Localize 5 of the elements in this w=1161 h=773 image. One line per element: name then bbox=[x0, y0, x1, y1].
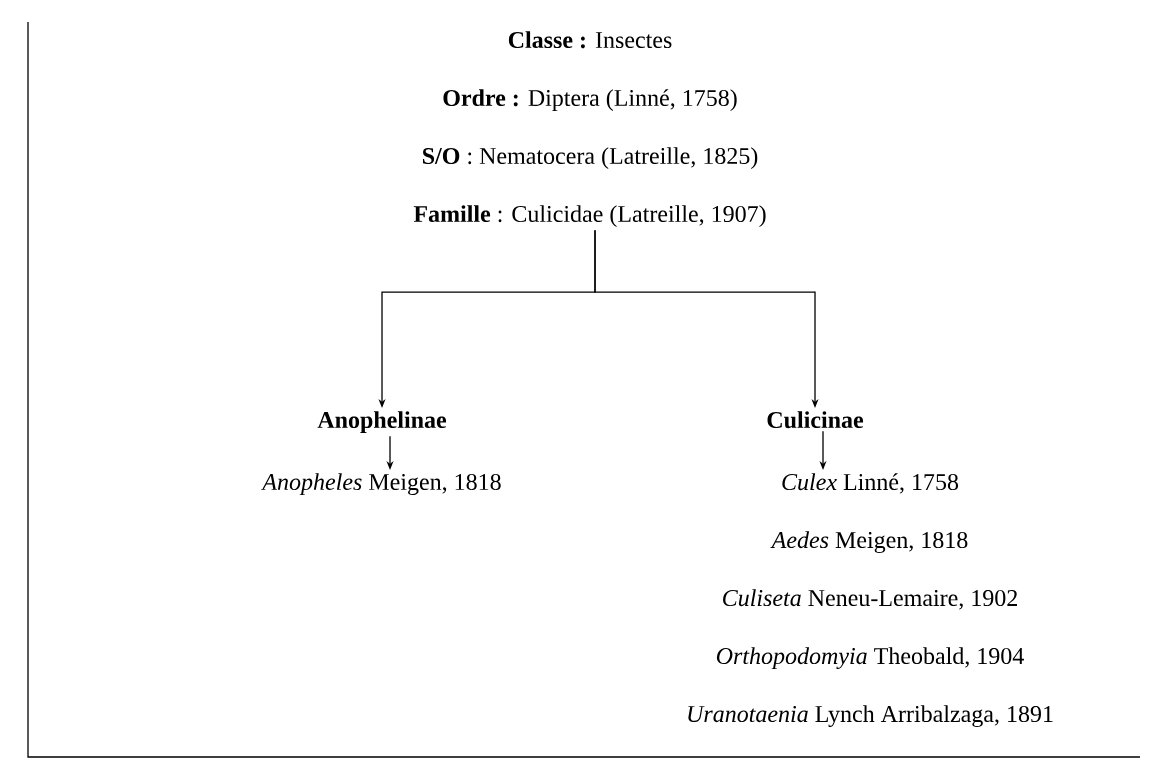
taxon-heading: Culicinae bbox=[767, 411, 864, 429]
taxon-heading: Anophelinae bbox=[317, 411, 447, 433]
taxon-list: Culex Linné, 1758 Aedes Meigen, 1818 Culiseta Neneu-Lemaire, 1902 Orthopodomyia Theobald, 1904 Uranotaenia Lynch Arribalzaga, 1891 bbox=[688, 473, 1053, 728]
taxon-text: Anopheles Meigen, 1818 bbox=[261, 473, 501, 495]
taxon-list: Classe : Insectes Ordre : Diptera (Linné, 1758) S/O : Nematocera (Latreille, 1825) Famille : Culicidae (Latreille, 1907) bbox=[413, 31, 766, 227]
